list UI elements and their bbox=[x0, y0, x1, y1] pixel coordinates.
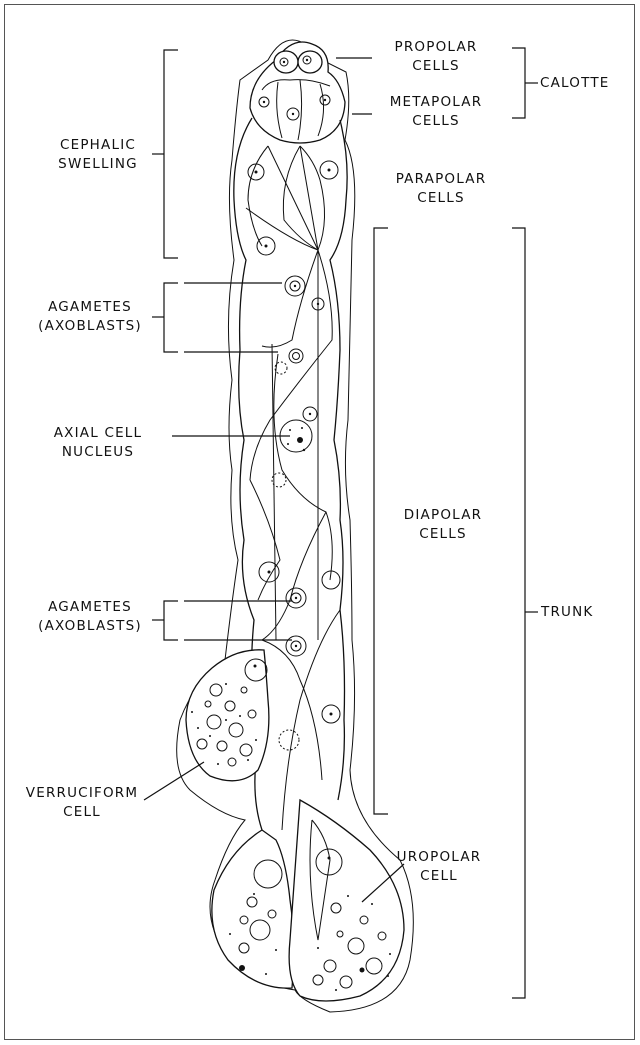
label-cephalic-swelling: CEPHALIC SWELLING bbox=[46, 136, 150, 174]
label-calotte: CALOTTE bbox=[540, 74, 630, 93]
label-trunk: TRUNK bbox=[541, 603, 621, 622]
body-outline-right bbox=[330, 120, 347, 800]
label-metapolar-cells: METAPOLAR CELLS bbox=[376, 93, 496, 131]
label-agametes-top: AGAMETES (AXOBLASTS) bbox=[30, 298, 150, 336]
verruciform-cell bbox=[186, 650, 269, 781]
label-verruciform-cell: VERRUCIFORM CELL bbox=[20, 784, 144, 822]
propolar-cell bbox=[274, 51, 298, 73]
label-parapolar-cells: PARAPOLAR CELLS bbox=[376, 170, 506, 208]
label-axial-cell-nucleus: AXIAL CELL NUCLEUS bbox=[28, 424, 168, 462]
lower-cell-left bbox=[212, 830, 294, 988]
label-uropolar-cell: UROPOLAR CELL bbox=[384, 848, 494, 886]
label-diapolar-cells: DIAPOLAR CELLS bbox=[388, 506, 498, 544]
label-agametes-bottom: AGAMETES (AXOBLASTS) bbox=[30, 598, 150, 636]
label-propolar-cells: PROPOLAR CELLS bbox=[376, 38, 496, 76]
uropolar-cell bbox=[289, 800, 404, 1001]
